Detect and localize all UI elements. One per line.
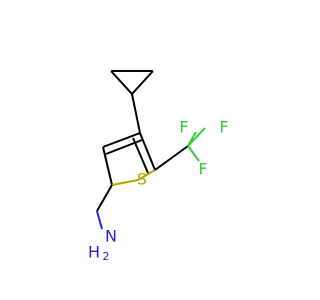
atom-h-count: 2 xyxy=(103,250,110,263)
bond-c5-cf3 xyxy=(154,145,189,171)
bond-c-f3 xyxy=(187,145,200,162)
bond-cyclopropyl-c4 xyxy=(131,93,141,134)
bond-c2-s xyxy=(111,179,139,186)
bond-s-c5 xyxy=(137,169,156,181)
atom-f2: F xyxy=(219,118,228,137)
bond-cyclopropyl-b xyxy=(110,70,133,95)
atom-n: N xyxy=(105,227,117,246)
atom-f1: F xyxy=(179,118,188,137)
bond-ch2-n xyxy=(96,210,103,230)
bond-c3-c2 xyxy=(102,146,113,186)
atom-h: H xyxy=(88,243,100,262)
bond-c4-c5-inner xyxy=(132,137,149,174)
bond-cyclopropyl-c xyxy=(131,70,154,95)
atom-f3: F xyxy=(198,160,207,179)
molecule-structure: S F F F N H 2 xyxy=(88,70,229,263)
bond-c2-ch2 xyxy=(96,184,113,212)
bond-c4-c5 xyxy=(139,132,156,171)
atom-s: S xyxy=(137,170,147,189)
bond-c3-c4 xyxy=(102,132,141,148)
bond-c-f2 xyxy=(187,127,206,147)
bond-c3-c4-inner xyxy=(105,139,143,155)
